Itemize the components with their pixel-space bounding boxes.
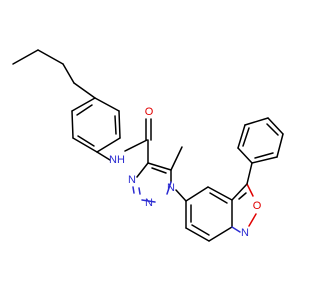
c3-phenyl-bond [246,162,253,185]
amide-nh-label: NH [109,154,125,166]
isoxazole-bond [248,213,257,227]
benzo-bond [185,227,210,242]
triazole-bond [136,162,149,178]
benzo-bond [185,186,209,202]
phenyl-b-inner-bond [254,152,274,159]
benzo-bond [207,186,233,201]
phenyl-a-bond [72,137,98,153]
butyl-bond [12,49,39,65]
nh-carbonyl-bond [124,139,148,152]
benzo-inner-bond [209,192,228,204]
isoxazole-nitrogen-label: N [241,227,249,239]
phenyl-b-bond [237,124,246,149]
bond-layer [12,49,284,242]
carbonyl-oxygen-label: O [145,106,154,118]
triazole-bond [141,199,156,203]
phenyl-a-bond [96,137,121,153]
phenyl-b-bond [267,117,284,135]
triazole-inner-bond [151,167,167,174]
phenyl-a-bond [71,97,96,112]
triazole-n3-label: N [128,174,136,186]
phenyl-b-bond [237,147,253,164]
methyl-bond [170,146,183,171]
triazole-bond [132,186,135,194]
phenyl-a-bond [94,97,120,112]
triazole-bond [166,181,172,195]
aryl-nh-bond [96,151,111,161]
benzo-bond [208,226,233,242]
phenyl-a-bond [71,110,74,139]
atom-label-layer: NH O N N N O N [109,106,262,239]
phenyl-b-inner-bond [242,127,250,147]
triazole-n1-label: N [167,182,175,194]
butyl-bond [62,63,75,84]
isoxazole-bond [231,226,241,233]
butyl-bond [73,82,96,99]
phenyl-b-bond [276,133,284,158]
isoxazole-oxygen-label: O [253,200,262,212]
triazole-inner-bond [138,187,141,195]
phenyl-b-bond [244,117,269,126]
butyl-bond [37,49,64,65]
isoxazole-bond [238,192,247,200]
triazole-benzo-bond [175,189,187,202]
molecule-structure: NH O N N N O N [12,49,284,242]
triazole-n2-label: N [145,197,153,209]
isoxazole-bond [231,183,248,201]
phenyl-b-inner-bond [266,123,279,136]
isoxazole-bond [246,183,254,197]
phenyl-a-bond [118,110,121,139]
phenyl-b-bond [251,156,278,164]
benzo-inner-bond [191,224,210,236]
triazole-bond [147,162,172,171]
phenyl-a-inner-bond [76,104,93,116]
phenyl-a-inner-bond [77,135,95,147]
phenyl-a-inner-bond [114,115,117,135]
